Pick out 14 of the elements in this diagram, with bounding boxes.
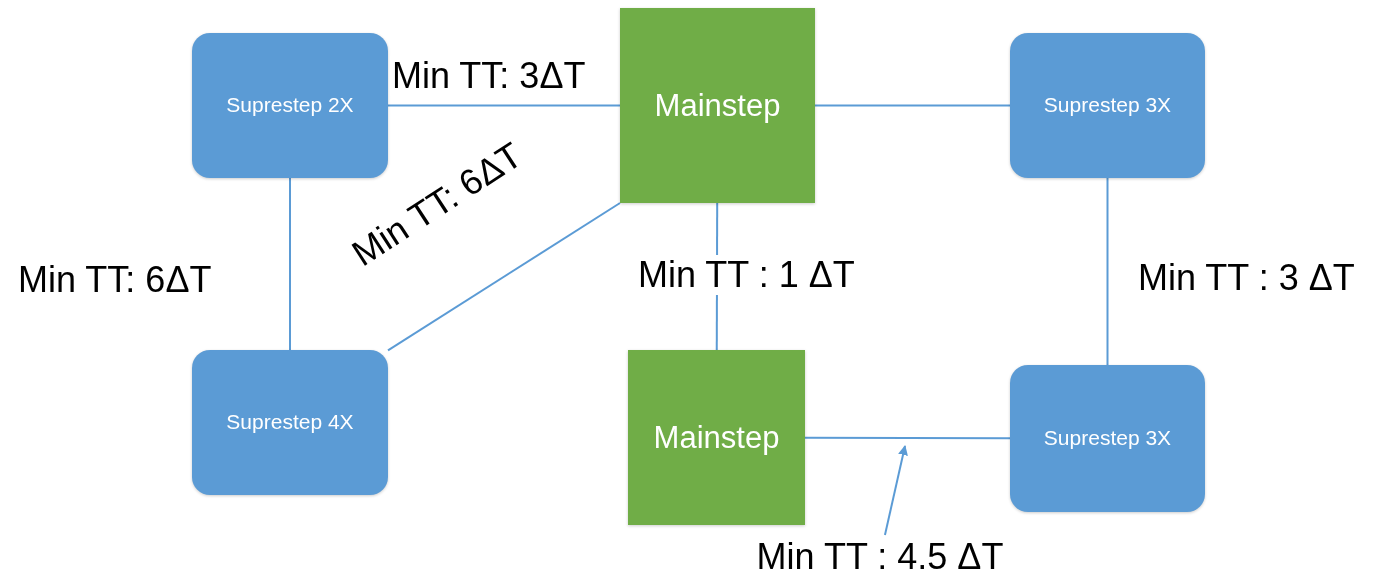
process-box: Suprestep 3X	[1010, 365, 1205, 512]
main-step-box: Mainstep	[620, 8, 815, 203]
leader-text: Min TT : 4.5 ΔT	[735, 535, 1025, 579]
connector-line	[814, 104, 1011, 107]
process-box: Suprestep 3X	[1010, 33, 1205, 178]
main-step-box: Mainstep	[628, 350, 805, 525]
leader-arrow	[883, 445, 908, 536]
connector-line	[1106, 177, 1109, 366]
connector-line	[804, 436, 1011, 440]
connector-line	[289, 177, 291, 351]
connector-line	[387, 202, 621, 352]
process-box: Suprestep 4X	[192, 350, 388, 495]
connector-line	[387, 104, 621, 107]
process-box: Suprestep 2X	[192, 33, 388, 178]
